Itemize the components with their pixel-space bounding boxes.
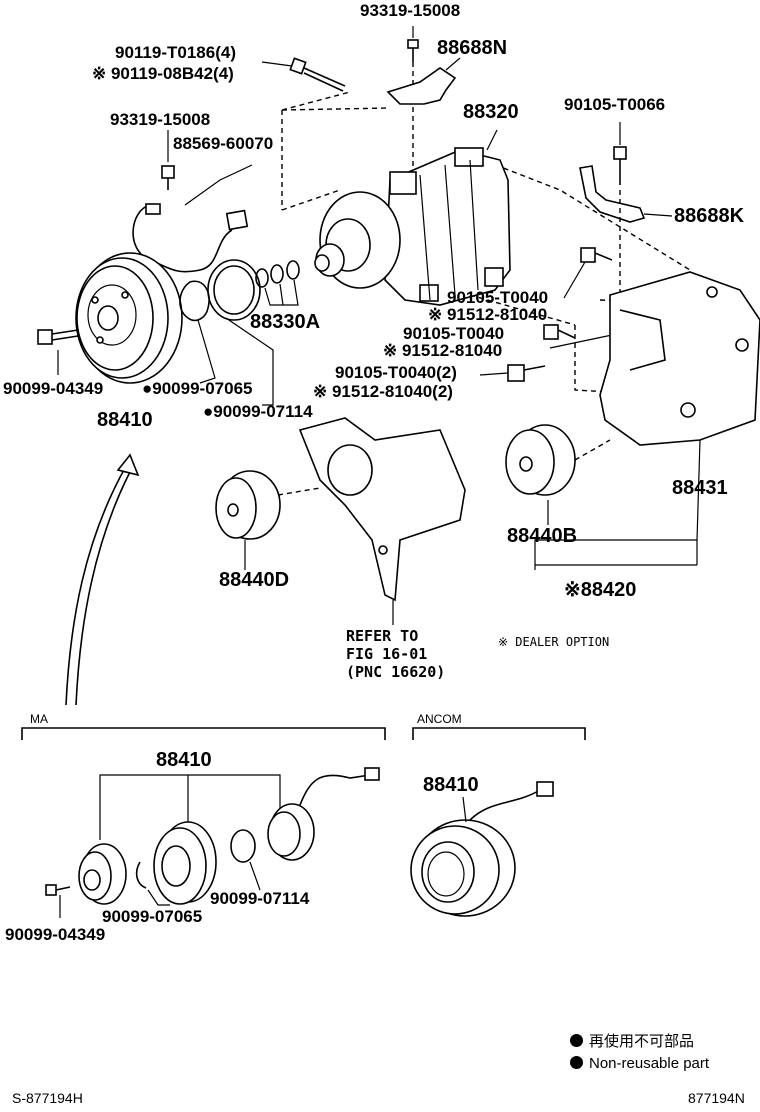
bracket-88431-drawing: [534, 271, 760, 570]
tensioner-bracket-drawing: [298, 417, 466, 625]
label-ring-90099-07114: ●90099-07114: [203, 402, 313, 421]
label-bolt-90105-t0040-c: 90105-T0040(2): [335, 363, 457, 382]
ma-label-clutch: 88410: [156, 749, 212, 771]
label-compressor-88320: 88320: [463, 101, 519, 123]
bracket-88688n-drawing: [386, 57, 461, 105]
bolt-90119-drawing: [261, 57, 346, 92]
pulley-88440b-drawing: [505, 424, 611, 525]
ancom-section-bracket: [412, 727, 586, 740]
dealer-option-note: ※ DEALER OPTION: [498, 635, 610, 649]
label-washer-91512-c: ※ 91512-81040(2): [313, 382, 453, 401]
label-bolt-90105-t0040-a: 90105-T0040: [447, 288, 549, 307]
bolts-90105-t0040-drawing: [479, 247, 613, 382]
bracket-88688k-drawing: [579, 122, 673, 295]
label-washer-91512-b: ※ 91512-81040: [383, 341, 503, 360]
ma-label-ring-b: 90099-07114: [210, 889, 310, 908]
label-ring-90099-07065: ●90099-07065: [142, 379, 253, 398]
legend-en: Non-reusable part: [570, 1056, 709, 1071]
ancom-label-clutch: 88410: [423, 774, 479, 796]
ma-label-bolt: 90099-04349: [5, 925, 106, 944]
label-bolt-90119-b: ※ 90119-08B42(4): [92, 64, 234, 83]
legend-jp-text: 再使用不可部品: [589, 1033, 695, 1050]
compressor-88320-drawing: [314, 129, 511, 306]
label-clutch-88410: 88410: [97, 409, 153, 431]
label-bolt-93319-top: 93319-15008: [360, 1, 461, 20]
label-sensor-88569: 88569-60070: [173, 134, 274, 153]
label-pulley-88440d: 88440D: [219, 569, 290, 591]
snap-rings-drawing: [179, 259, 274, 406]
label-bolt-90105-t0040-b: 90105-T0040: [403, 324, 505, 343]
ancom-clutch-drawing: [410, 781, 554, 917]
footer-right-code: 877194N: [688, 1090, 745, 1106]
label-pulley-88440b: 88440B: [507, 525, 578, 547]
legend-dot-icon: [570, 1056, 583, 1069]
reference-arrow: [65, 453, 140, 706]
legend-jp: 再使用不可部品: [570, 1034, 694, 1049]
refer-note: REFER TO FIG 16-01 (PNC 16620): [346, 627, 446, 681]
footer-left-code: S-877194H: [12, 1090, 83, 1106]
label-bracket-88688n: 88688N: [437, 37, 508, 59]
label-assembly-88420: ※88420: [564, 579, 637, 601]
legend-en-text: Non-reusable part: [589, 1055, 710, 1072]
label-bracket-88688k: 88688K: [674, 205, 745, 227]
clutch-88410-drawing: [75, 252, 183, 384]
label-bolt-93319-left: 93319-15008: [110, 110, 211, 129]
label-bolt-90119-a: 90119-T0186(4): [115, 43, 236, 62]
ma-section-title: MA: [30, 712, 48, 726]
label-bolt-90105-t0066: 90105-T0066: [564, 95, 666, 114]
legend-dot-icon: [570, 1034, 583, 1047]
label-washer-91512-a: ※ 91512-81040: [428, 305, 548, 324]
label-bracket-88431: 88431: [672, 477, 728, 499]
pulley-88440d-drawing: [215, 470, 321, 570]
ma-label-ring-a: 90099-07065: [102, 907, 203, 926]
label-bolt-90099-04349: 90099-04349: [3, 379, 104, 398]
ma-section-bracket: [21, 727, 386, 740]
label-shims-88330a: 88330A: [250, 311, 321, 333]
shims-88330a-drawing: [255, 260, 300, 306]
bolt-93319-top-drawing: [407, 26, 419, 175]
ancom-section-title: ANCOM: [417, 712, 462, 726]
sensor-wire-drawing: [132, 130, 253, 273]
ma-clutch-drawing: [45, 767, 380, 918]
bolt-90099-04349-drawing: [37, 329, 79, 375]
